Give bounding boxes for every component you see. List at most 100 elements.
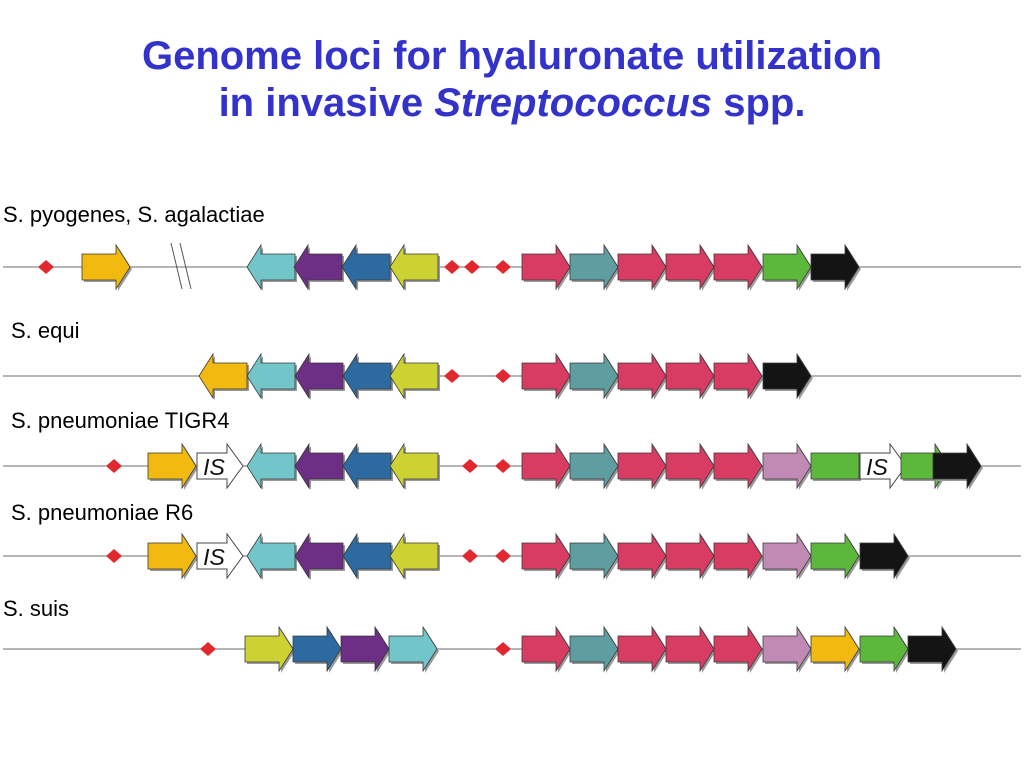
gene-arrow	[617, 532, 668, 580]
insertion-sequence-label: IS	[866, 454, 888, 480]
gene-arrow	[388, 625, 439, 673]
binding-site-marker	[495, 642, 511, 656]
track-label-pneumoniae-r6: S. pneumoniae R6	[11, 500, 194, 525]
gene-arrow	[81, 243, 132, 291]
track-label-equi: S. equi	[11, 318, 80, 343]
gene-arrow	[147, 532, 198, 580]
track-label-pneumoniae-tigr4: S. pneumoniae TIGR4	[11, 408, 230, 433]
gene-arrow	[932, 442, 983, 490]
gene-arrow	[810, 625, 861, 673]
gene-arrow	[617, 243, 668, 291]
gene-arrow	[389, 532, 440, 580]
gene-arrow	[569, 625, 620, 673]
binding-site-marker	[462, 459, 478, 473]
gene-arrow	[342, 442, 393, 490]
title-genus: Streptococcus	[434, 81, 713, 125]
gene-arrow	[246, 243, 297, 291]
gene-arrow	[341, 243, 392, 291]
gene-arrow	[762, 442, 813, 490]
gene-arrow	[198, 352, 249, 400]
track-label-pyogenes-agalactiae: S. pyogenes, S. agalactiae	[3, 202, 265, 227]
gene-arrow	[244, 625, 295, 673]
title-line-2-prefix: in invasive	[218, 81, 435, 125]
gene-arrow	[810, 452, 861, 481]
gene-arrow	[713, 625, 764, 673]
insertion-sequence-arrow: IS	[196, 532, 244, 580]
gene-arrow	[521, 442, 572, 490]
gene-arrow	[762, 352, 813, 400]
binding-site-marker	[106, 459, 122, 473]
gene-arrow	[389, 352, 440, 400]
insertion-sequence-label: IS	[203, 544, 225, 570]
gene-arrow	[762, 532, 813, 580]
gene-arrow	[569, 352, 620, 400]
gene-arrow	[859, 625, 910, 673]
title-line-2: in invasive Streptococcus spp.	[0, 80, 1024, 127]
gene-arrow	[569, 532, 620, 580]
binding-site-marker	[462, 549, 478, 563]
sequence-break-mark	[170, 242, 192, 290]
binding-site-marker	[495, 459, 511, 473]
gene-arrow	[389, 442, 440, 490]
gene-arrow	[665, 243, 716, 291]
gene-arrow	[713, 243, 764, 291]
gene-arrow	[569, 243, 620, 291]
gene-arrow	[294, 442, 345, 490]
insertion-sequence-arrow: IS	[196, 442, 244, 490]
locus-track	[3, 352, 1021, 400]
gene-arrow	[246, 352, 297, 400]
binding-site-marker	[200, 642, 216, 656]
gene-arrow	[246, 442, 297, 490]
gene-arrow	[617, 442, 668, 490]
gene-arrow	[859, 532, 910, 580]
gene-arrow	[569, 442, 620, 490]
binding-site-marker	[106, 549, 122, 563]
gene-arrow	[810, 243, 861, 291]
locus-track	[3, 625, 1021, 673]
gene-arrow	[293, 243, 344, 291]
binding-site-marker	[444, 369, 460, 383]
gene-arrow	[713, 532, 764, 580]
binding-site-marker	[38, 260, 54, 274]
gene-arrow	[617, 352, 668, 400]
gene-arrow	[810, 532, 861, 580]
gene-arrow	[340, 625, 391, 673]
title-line-1: Genome loci for hyaluronate utilization	[141, 34, 883, 78]
gene-arrow	[521, 625, 572, 673]
gene-arrow	[762, 625, 813, 673]
gene-arrow	[342, 352, 393, 400]
gene-arrow	[292, 625, 343, 673]
insertion-sequence-label: IS	[203, 454, 225, 480]
gene-arrow	[665, 352, 716, 400]
track-label-suis: S. suis	[3, 596, 70, 621]
gene-arrow	[762, 243, 813, 291]
gene-arrow	[521, 532, 572, 580]
locus-track: IS IS	[3, 442, 1021, 490]
title-line-2-suffix: spp.	[712, 81, 806, 125]
gene-arrow	[521, 243, 572, 291]
gene-arrow	[713, 442, 764, 490]
slide-title: Genome loci for hyaluronate utilization …	[0, 33, 1024, 127]
gene-arrow	[665, 625, 716, 673]
gene-arrow	[665, 442, 716, 490]
gene-arrow	[294, 532, 345, 580]
binding-site-marker	[444, 260, 460, 274]
gene-arrow	[147, 442, 198, 490]
binding-site-marker	[464, 260, 480, 274]
gene-arrow	[617, 625, 668, 673]
binding-site-marker	[495, 549, 511, 563]
gene-arrow	[294, 352, 345, 400]
binding-site-marker	[495, 260, 511, 274]
gene-arrow	[665, 532, 716, 580]
locus-track	[3, 242, 1021, 291]
binding-site-marker	[495, 369, 511, 383]
gene-arrow	[246, 532, 297, 580]
gene-arrow	[389, 243, 440, 291]
gene-arrow	[907, 625, 958, 673]
locus-track: IS	[3, 532, 1021, 580]
gene-arrow	[713, 352, 764, 400]
gene-arrow	[521, 352, 572, 400]
insertion-sequence-arrow: IS	[859, 442, 907, 490]
gene-arrow	[342, 532, 393, 580]
